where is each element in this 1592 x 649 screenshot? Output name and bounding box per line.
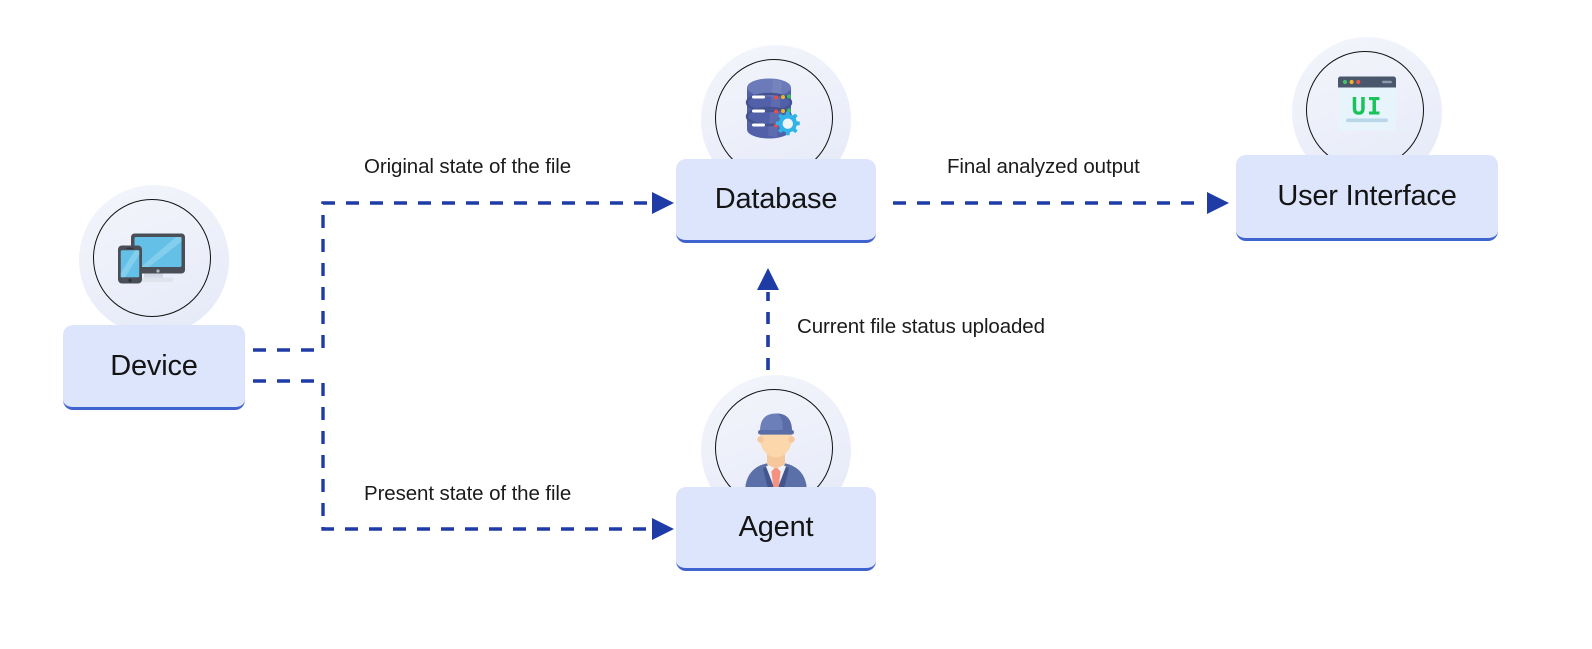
device-monitor-phone-icon (114, 226, 194, 295)
node-user-interface[interactable]: UI User Interface (1236, 37, 1498, 241)
edge-agent-to-database (757, 268, 779, 370)
user-interface-box[interactable]: User Interface (1236, 155, 1498, 241)
device-badge (79, 185, 229, 335)
node-device[interactable]: Device (63, 185, 245, 410)
edge-label-present-state: Present state of the file (364, 482, 572, 505)
ui-browser-window-icon: UI (1336, 75, 1398, 138)
node-database[interactable]: Database (676, 45, 876, 243)
edge-device-to-database (253, 192, 674, 352)
edge-device-to-agent (253, 379, 674, 540)
edge-label-original-state: Original state of the file (364, 155, 572, 178)
user-interface-label: User Interface (1277, 180, 1457, 212)
agent-person-icon (733, 409, 819, 498)
database-box[interactable]: Database (676, 159, 876, 243)
database-gear-icon (739, 75, 813, 150)
agent-box[interactable]: Agent (676, 487, 876, 571)
edge-label-final-analyzed-output: Final analyzed output (947, 155, 1140, 178)
device-box[interactable]: Device (63, 325, 245, 410)
agent-label: Agent (738, 511, 814, 543)
node-agent[interactable]: Agent (676, 375, 876, 571)
svg-text:UI: UI (1352, 93, 1383, 121)
database-label: Database (714, 183, 838, 215)
edge-database-to-user-interface (893, 192, 1229, 214)
device-label: Device (110, 349, 198, 382)
device-badge-ring (93, 199, 211, 317)
edge-label-current-file-status: Current file status uploaded (797, 315, 1045, 338)
